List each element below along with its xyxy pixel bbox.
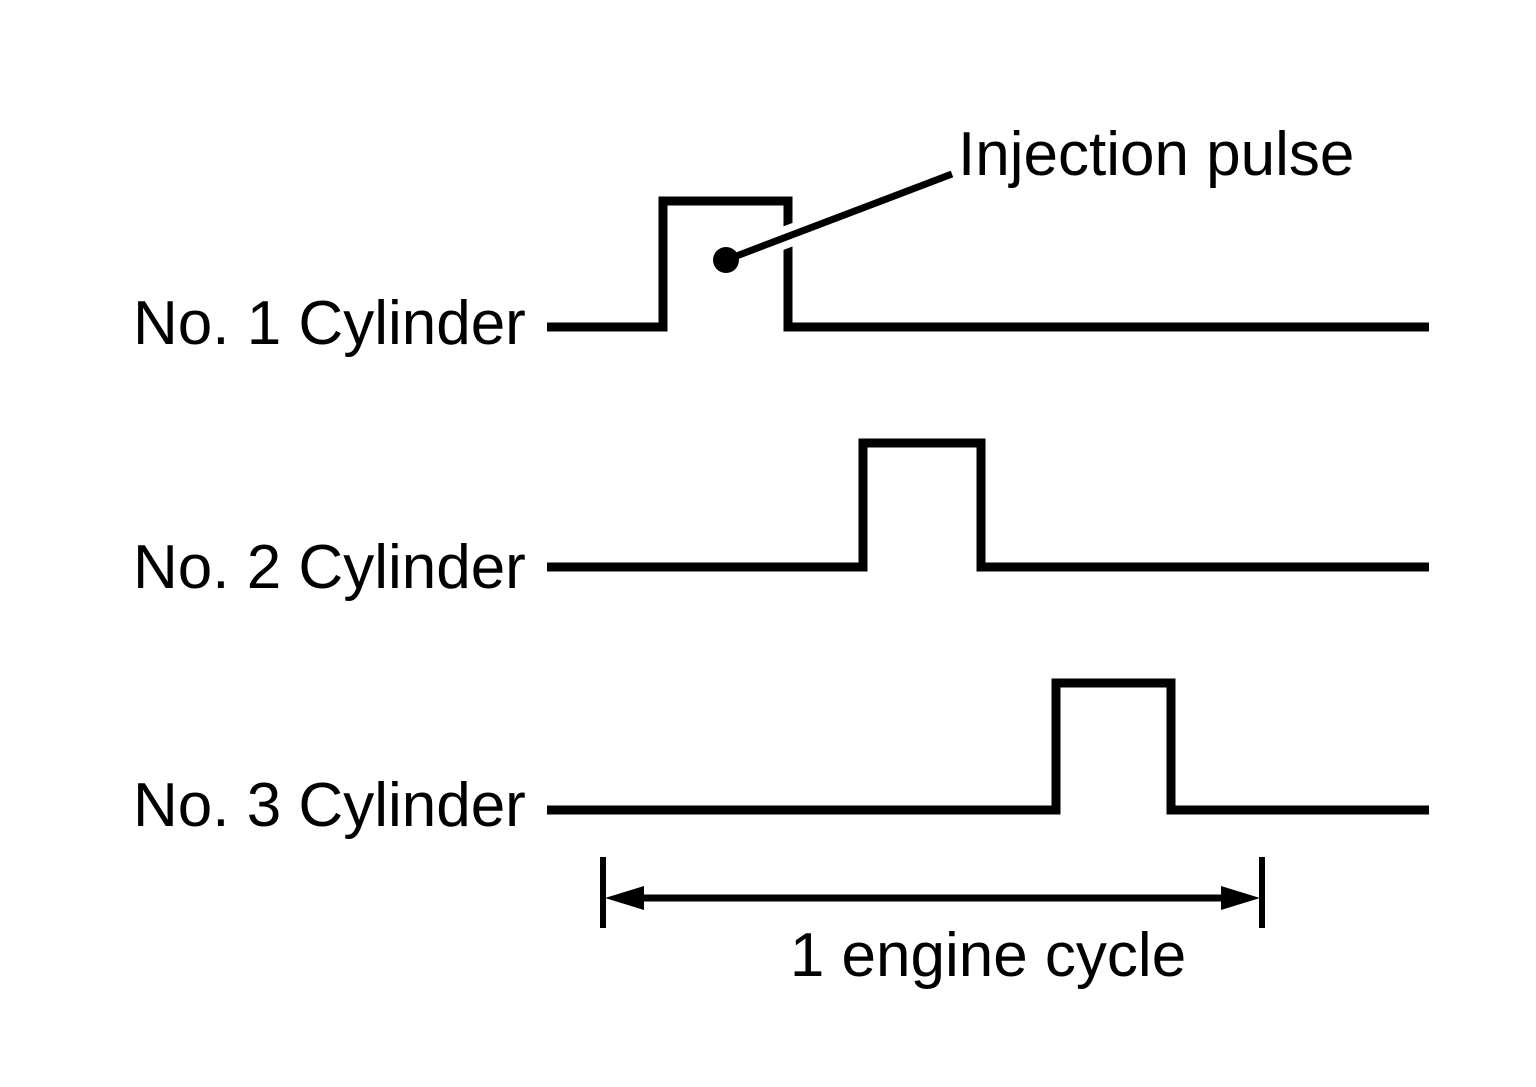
cylinder-2-label: No. 2 Cylinder [133, 533, 526, 602]
injection-pulse-label: Injection pulse [958, 120, 1354, 189]
cycle-span [600, 857, 1265, 928]
cycle-arrowhead-left-icon [605, 886, 644, 910]
engine-cycle-label: 1 engine cycle [790, 921, 1186, 990]
cycle-arrowhead-right-icon [1221, 886, 1260, 910]
cylinder-pulse-trace [547, 196, 1429, 332]
cylinder-pulse-trace [547, 438, 1429, 572]
cylinder-3-label: No. 3 Cylinder [133, 771, 526, 840]
leader-line [724, 170, 954, 264]
pulse-marker-dot [713, 247, 739, 273]
cylinder-pulse-trace [547, 678, 1429, 815]
waveform-traces [547, 196, 1429, 815]
cylinder-1-label: No. 1 Cylinder [133, 289, 526, 358]
